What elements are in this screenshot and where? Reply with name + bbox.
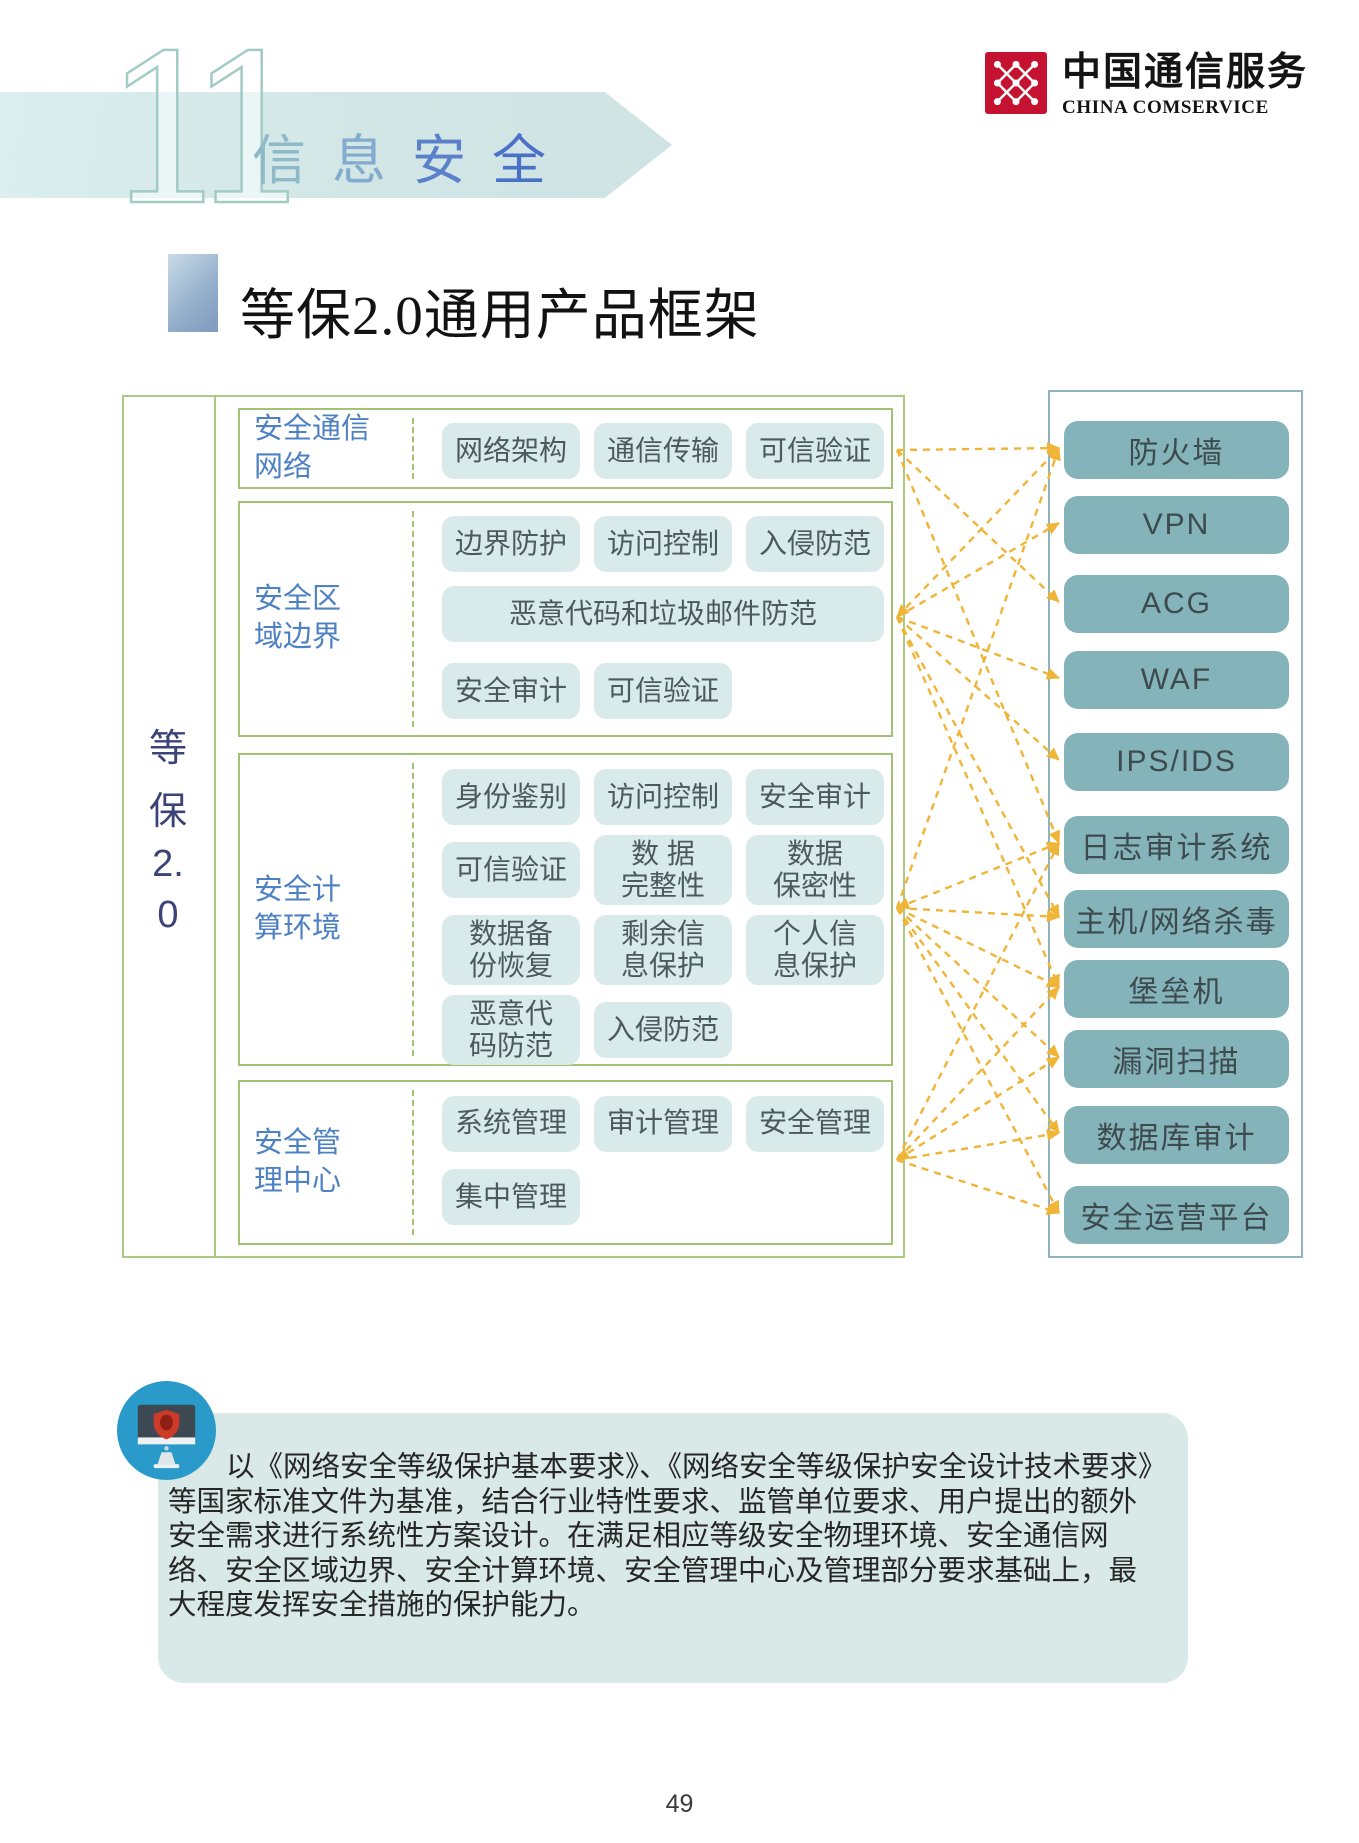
requirement-box: 可信验证: [746, 423, 884, 479]
requirement-box: 审计管理: [594, 1095, 732, 1152]
product-box: VPN: [1064, 496, 1289, 554]
page-number: 49: [665, 1790, 694, 1818]
product-box: ACG: [1064, 575, 1289, 633]
security-monitor-icon: [117, 1381, 216, 1480]
requirement-box: 个人信 息保护: [746, 915, 884, 985]
side-label-dengbao20: 等 保 2. 0: [122, 395, 214, 1258]
requirement-box: 访问控制: [594, 769, 732, 825]
product-box: 堡垒机: [1064, 960, 1289, 1018]
logo-name-en: CHINA COMSERVICE: [1062, 96, 1269, 118]
logo-name-cn: 中国通信服务: [1062, 51, 1309, 94]
group-label: 安全计 算环境: [254, 873, 342, 944]
requirement-box: 可信验证: [442, 842, 580, 898]
chapter-title-char: 全: [492, 131, 546, 191]
product-box: 防火墙: [1064, 421, 1289, 479]
chapter-number: 11: [101, 13, 318, 251]
product-box: 日志审计系统: [1064, 816, 1289, 874]
note-paragraph: 以《网络安全等级保护基本要求》、《网络安全等级保护安全设计技术要求》等国家标准文…: [168, 1451, 1153, 1621]
group-label: 安全区 域边界: [254, 583, 342, 653]
group-secure-area-boundary: 安全区 域边界 边界防护访问控制入侵防范恶意代码和垃圾邮件防范安全审计可信验证: [238, 501, 893, 737]
side-label-char: 2.: [152, 842, 184, 885]
requirement-box: 网络架构: [442, 423, 580, 479]
side-label-char: 等: [148, 727, 187, 770]
logo-lattice-icon: [985, 52, 1047, 119]
requirement-box: 边界防护: [442, 516, 580, 572]
product-column: 防火墙 VPN ACG WAF IPS/IDS 日志审计系统主机/网络杀毒堡垒机漏洞扫描数…: [1048, 390, 1303, 1258]
product-box: IPS/IDS: [1064, 733, 1289, 791]
group-label-divider: [412, 511, 414, 727]
chapter-title: 信息安全: [252, 116, 546, 195]
requirement-box: 集中管理: [442, 1169, 580, 1225]
requirement-box: 系统管理: [442, 1095, 580, 1152]
chapter-title-char: 信: [252, 131, 306, 191]
group-label-divider: [412, 1090, 414, 1235]
product-box: 漏洞扫描: [1064, 1030, 1289, 1088]
requirement-box: 数 据 完整性: [594, 835, 732, 905]
side-label-char: 保: [148, 790, 187, 833]
requirement-box: 恶意代 码防范: [442, 995, 580, 1065]
chapter-title-char: 安: [412, 131, 466, 191]
requirement-box: 安全管理: [746, 1095, 884, 1152]
side-label-char: 0: [157, 893, 179, 936]
side-strip-divider: [214, 395, 216, 1258]
chapter-title-char: 息: [332, 131, 386, 191]
group-label-divider: [412, 763, 414, 1056]
group-label: 安全通信 网络: [254, 412, 371, 483]
group-label-divider: [412, 418, 414, 479]
requirement-box: 数据 保密性: [746, 835, 884, 905]
product-box: 安全运营平台: [1064, 1186, 1289, 1244]
requirement-box: 可信验证: [594, 663, 732, 719]
requirement-box: 通信传输: [594, 423, 732, 479]
requirement-box: 恶意代码和垃圾邮件防范: [442, 586, 884, 642]
group-secure-communication-network: 安全通信 网络 网络架构通信传输可信验证: [238, 408, 893, 489]
requirement-box: 身份鉴别: [442, 769, 580, 825]
section-title-bar: [168, 254, 218, 332]
product-box: 数据库审计: [1064, 1106, 1289, 1164]
requirement-box: 入侵防范: [594, 1002, 732, 1058]
group-security-management-center: 安全管 理中心 系统管理审计管理安全管理集中管理: [238, 1080, 893, 1245]
note-panel: [158, 1413, 1188, 1683]
company-logo: 中国通信服务 CHINA COMSERVICE: [985, 51, 1309, 119]
requirement-box: 访问控制: [594, 516, 732, 572]
chapter-banner: [0, 92, 672, 198]
group-secure-computing-environment: 安全计 算环境 身份鉴别访问控制安全审计可信验证数 据 完整性数据 保密性数据备…: [238, 753, 893, 1066]
requirement-box: 安全审计: [442, 663, 580, 719]
product-box: 主机/网络杀毒: [1064, 890, 1289, 948]
requirement-box: 安全审计: [746, 769, 884, 825]
section-title: 等保2.0通用产品框架: [240, 285, 760, 346]
group-label: 安全管 理中心: [254, 1126, 342, 1197]
requirement-box: 入侵防范: [746, 516, 884, 572]
requirement-box: 数据备 份恢复: [442, 915, 580, 985]
product-box: WAF: [1064, 651, 1289, 709]
requirement-box: 剩余信 息保护: [594, 915, 732, 985]
